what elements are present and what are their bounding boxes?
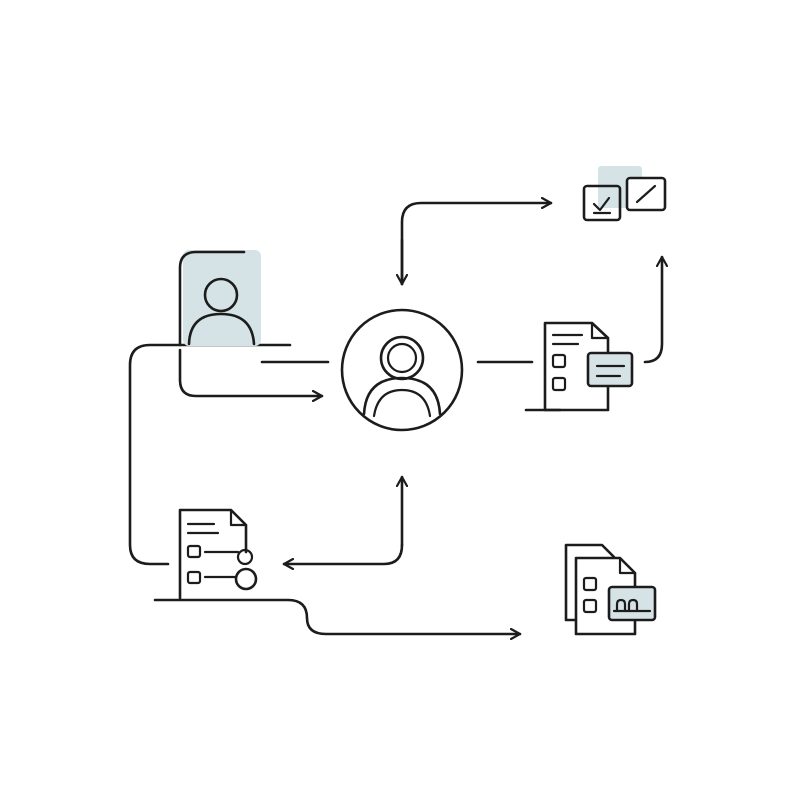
edge-lower-doc-to-center bbox=[282, 543, 404, 564]
document-stack-icon bbox=[564, 543, 657, 636]
edge-lower-doc-to-stack bbox=[153, 598, 522, 634]
user-circle-icon bbox=[340, 308, 464, 432]
connectors bbox=[128, 203, 662, 634]
edge-center-to-checkbox bbox=[400, 203, 553, 286]
edge-form-to-checkbox bbox=[643, 255, 662, 364]
edge-profile-to-center bbox=[178, 348, 324, 396]
edge-profile-to-lower-doc bbox=[128, 343, 292, 566]
checkbox-window-icon bbox=[582, 166, 667, 222]
user-profile-icon bbox=[178, 250, 261, 347]
document-node-icon bbox=[178, 508, 258, 600]
document-message-icon bbox=[524, 321, 634, 412]
